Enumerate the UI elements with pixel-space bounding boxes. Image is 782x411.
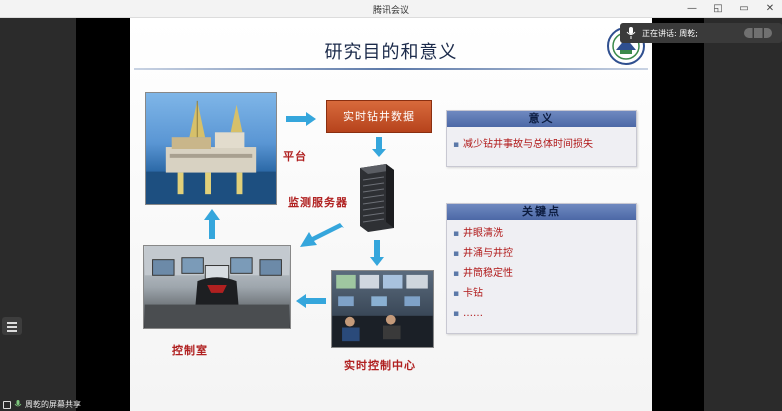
arrow-up-icon [204,209,220,239]
bullet-icon: ▪ [453,249,460,259]
key-point-item: ▪井涌与井控 [453,244,636,264]
bullet-icon: ▪ [453,229,460,239]
screen-share-icon [3,400,11,409]
bullet-icon: ▪ [453,140,460,150]
realtime-drilling-data-box: 实时钻井数据 [326,100,432,133]
title-divider [134,68,648,70]
realtime-control-center-label: 实时控制中心 [344,359,416,372]
meaning-list: ▪减少钻井事故与总体时间损失 [447,127,636,155]
key-points-panel: 关键点 ▪井眼清洗 ▪井涌与井控 ▪井筒稳定性 ▪卡钻 ▪…… [446,203,637,334]
close-button[interactable]: ✕ [765,3,775,14]
right-gallery-area [704,18,782,411]
control-room-label: 控制室 [172,344,208,357]
key-points-list: ▪井眼清洗 ▪井涌与井控 ▪井筒稳定性 ▪卡钻 ▪…… [447,220,636,324]
key-point-item: ▪井眼清洗 [453,224,636,244]
offshore-platform-photo [145,92,277,205]
key-point-item: ▪…… [453,304,636,324]
meaning-panel-heading: 意义 [447,111,636,127]
microphone-icon [626,27,636,39]
arrow-down-icon-2 [370,240,384,266]
screen-share-bar[interactable]: 周乾的屏幕共享 [0,398,81,411]
server-rack-icon [360,164,394,232]
active-speaker-indicator[interactable]: 正在讲话: 周乾; [620,23,782,43]
screen-share-label: 周乾的屏幕共享 [25,400,81,409]
arrow-left-icon [296,294,326,308]
control-center-photo [331,270,434,348]
meaning-panel: 意义 ▪减少钻井事故与总体时间损失 [446,110,637,167]
window-title: 腾讯会议 [372,6,409,16]
slide-title: 研究目的和意义 [324,42,458,63]
microphone-icon-small [14,400,22,407]
key-point-item: ▪卡钻 [453,284,636,304]
arrow-down-left-icon [300,223,344,247]
pin-button[interactable]: ◱ [713,3,723,14]
arrow-down-icon [372,137,386,157]
speaker-text: 正在讲话: 周乾; [642,28,698,38]
window-title-bar: 腾讯会议 — ◱ ▭ ✕ [0,0,782,18]
meaning-list-item: ▪减少钻井事故与总体时间损失 [453,135,636,155]
letterbox-right [652,18,704,411]
control-room-photo [143,245,291,329]
arrow-right-icon [286,112,316,126]
list-toggle-button[interactable] [2,317,22,335]
window-controls: — ◱ ▭ ✕ [686,2,776,15]
key-points-panel-heading: 关键点 [447,204,636,220]
bullet-icon: ▪ [453,269,460,279]
left-gallery-area [0,18,76,411]
monitoring-server-label: 监测服务器 [288,196,348,209]
letterbox-left [76,18,130,411]
maximize-button[interactable]: ▭ [739,3,749,14]
key-point-item: ▪井筒稳定性 [453,264,636,284]
bullet-icon: ▪ [453,309,460,319]
bullet-icon: ▪ [453,289,460,299]
audio-level-icon [744,28,772,38]
minimize-button[interactable]: — [687,3,697,14]
platform-label: 平台 [283,150,307,163]
